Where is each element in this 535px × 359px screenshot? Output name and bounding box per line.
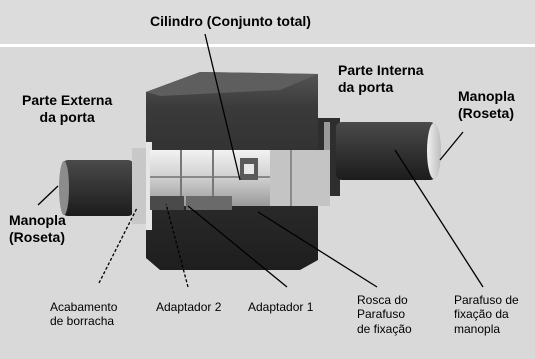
leader-adapter-1 xyxy=(187,205,288,288)
title-band xyxy=(0,0,535,44)
label-adapter-2: Adaptador 2 xyxy=(156,300,222,314)
leader-knob-left xyxy=(37,185,59,206)
leader-knob-screw xyxy=(394,149,484,288)
leader-screw-thread xyxy=(257,211,378,288)
leader-knob-right xyxy=(439,131,464,161)
label-inside-side: Parte Interna da porta xyxy=(338,62,424,95)
left-knob xyxy=(59,142,152,230)
label-rubber-finish: Acabamento de borracha xyxy=(50,300,118,329)
title-divider xyxy=(0,44,535,47)
leader-rubber-finish xyxy=(98,207,138,284)
label-knob-right: Manopla (Roseta) xyxy=(458,88,515,121)
right-knob xyxy=(336,122,441,180)
diagram-title: Cilindro (Conjunto total) xyxy=(150,13,311,29)
leader-title xyxy=(204,33,241,181)
leader-adapter-2 xyxy=(165,203,189,288)
label-adapter-1: Adaptador 1 xyxy=(248,300,314,314)
leader-lines xyxy=(37,33,484,288)
label-knob-screw: Parafuso de fixação da manopla xyxy=(454,293,519,336)
label-knob-left: Manopla (Roseta) xyxy=(9,212,66,245)
label-outside-side: Parte Externa da porta xyxy=(22,92,113,125)
label-screw-thread: Rosca do Parafuso de fixação xyxy=(357,293,412,336)
